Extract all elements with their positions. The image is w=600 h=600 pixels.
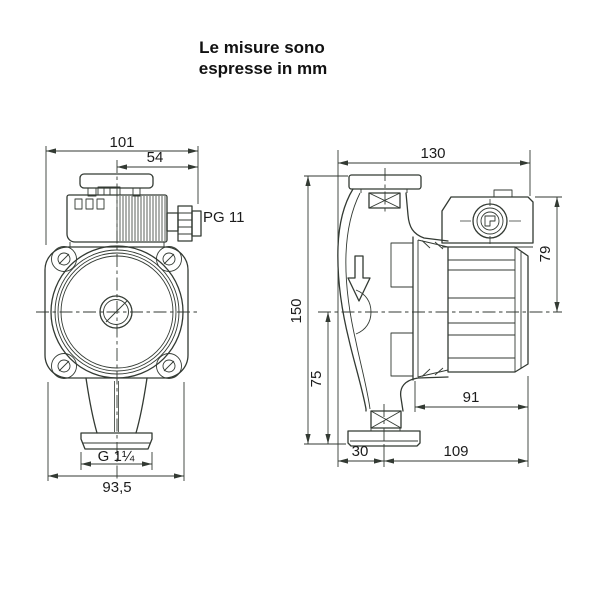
dim-label-150: 150 bbox=[288, 298, 305, 323]
dim-label-75: 75 bbox=[308, 371, 325, 388]
mounting-screw bbox=[51, 246, 77, 272]
vent-plug bbox=[99, 295, 133, 329]
top-flange bbox=[348, 174, 422, 209]
dim-overall-height-150: 150 bbox=[288, 175, 348, 445]
motor-housing-rings bbox=[50, 245, 184, 379]
dim-overall-width-101: 101 bbox=[45, 134, 199, 245]
dim-axis-to-base-75: 75 bbox=[308, 312, 331, 444]
dim-label-109: 109 bbox=[443, 443, 468, 460]
thread-label: G 1¼ bbox=[98, 448, 135, 465]
dim-thread-g114: G 1¼ bbox=[80, 448, 153, 470]
mounting-screws bbox=[51, 246, 182, 379]
title-block: Le misure sono espresse in mm bbox=[199, 38, 328, 78]
front-view: PG 11 bbox=[36, 134, 244, 496]
dim-label-30: 30 bbox=[352, 443, 369, 460]
speed-selector-cap bbox=[79, 173, 154, 197]
dim-label-935: 93,5 bbox=[102, 479, 131, 496]
cooling-ribs bbox=[448, 259, 515, 359]
mounting-screw bbox=[51, 353, 77, 379]
title-line-1: Le misure sono bbox=[199, 38, 325, 57]
mounting-screw bbox=[156, 246, 182, 272]
dim-axis-offset-30: 30 bbox=[338, 443, 385, 467]
vent-slot bbox=[96, 198, 105, 210]
dim-box-to-axis-79: 79 bbox=[535, 196, 562, 312]
title-line-2: espresse in mm bbox=[199, 59, 328, 78]
volute-body bbox=[337, 188, 449, 412]
pump-housing bbox=[390, 236, 449, 381]
dim-base-depth-109: 109 bbox=[384, 443, 528, 464]
dim-label-130: 130 bbox=[420, 145, 445, 162]
dim-center-to-gland-54: 54 bbox=[117, 149, 198, 170]
suction-eye bbox=[355, 289, 372, 335]
dim-overall-width-130: 130 bbox=[337, 145, 531, 467]
side-view: 130 150 75 79 91 30 bbox=[288, 145, 562, 467]
dim-label-54: 54 bbox=[147, 149, 164, 166]
cable-gland bbox=[166, 205, 202, 242]
suction-pipe bbox=[85, 377, 148, 434]
terminal-box-side bbox=[441, 189, 534, 248]
pipe-union-nut bbox=[80, 432, 153, 450]
cable-gland-label: PG 11 bbox=[203, 209, 244, 226]
dim-motor-length-91: 91 bbox=[414, 376, 529, 467]
dim-label-79: 79 bbox=[537, 246, 554, 263]
vent-slot bbox=[74, 198, 83, 210]
terminal-box-front bbox=[66, 194, 168, 247]
selector-knob bbox=[460, 199, 521, 244]
dim-flange-width-935: 93,5 bbox=[47, 382, 185, 496]
dim-label-101: 101 bbox=[109, 134, 134, 151]
dim-label-91: 91 bbox=[463, 389, 480, 406]
vent-slot bbox=[85, 198, 94, 210]
bottom-flange bbox=[347, 410, 421, 447]
pump-flange-body bbox=[44, 246, 189, 379]
motor-body bbox=[447, 246, 529, 373]
mounting-screw bbox=[156, 353, 182, 379]
flow-direction-arrow-icon bbox=[347, 255, 371, 302]
